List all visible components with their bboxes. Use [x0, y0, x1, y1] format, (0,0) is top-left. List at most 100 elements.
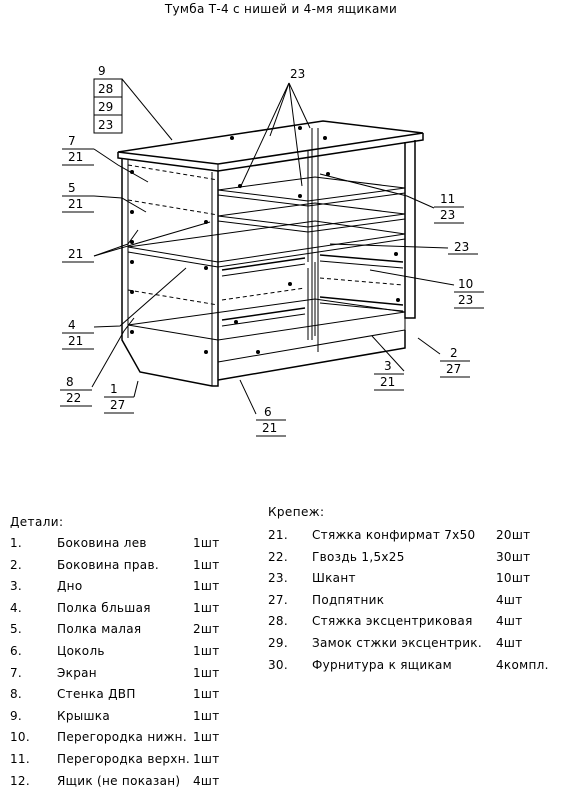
details-qty: 4шт: [193, 773, 220, 788]
details-name: Экран: [57, 665, 97, 680]
callout-c5-value-2: 21: [68, 197, 83, 211]
details-name: Боковина прав.: [57, 557, 159, 572]
details-num: 1.: [10, 536, 23, 550]
details-num: 12.: [10, 773, 30, 788]
callout-c11: [434, 206, 464, 224]
callout-c9-value-3: 29: [98, 100, 113, 114]
fasteners-name: Стяжка эксцентриковая: [312, 614, 473, 629]
details-qty: 1шт: [193, 536, 220, 550]
fasteners-num: 29.: [268, 636, 288, 650]
fasteners-num: 22.: [268, 549, 288, 564]
fasteners-num: 21.: [268, 528, 288, 542]
fasteners-name: Фурнитура к ящикам: [312, 657, 453, 672]
details-name: Крышка: [57, 708, 110, 723]
callout-c9-value-4: 23: [98, 118, 113, 132]
details-num: 10.: [10, 730, 30, 745]
fasteners-num: 23.: [268, 571, 288, 586]
fasteners-qty: 4шт: [496, 592, 523, 607]
fasteners-num: 30.: [268, 657, 288, 672]
fasteners-qty: 4шт: [496, 636, 523, 650]
fasteners-name: Подпятник: [312, 592, 385, 607]
callout-c6-value-1: 6: [264, 405, 272, 419]
details-name: Ящик (не показан): [57, 773, 181, 788]
callout-c3: [374, 373, 404, 391]
details-qty: 1шт: [193, 687, 220, 702]
details-num: 4.: [10, 600, 23, 615]
callout-c8-value-2: 22: [66, 391, 81, 405]
callout-c11-value-1: 11: [440, 192, 455, 206]
callout-c10: [454, 291, 484, 309]
fasteners-num: 28.: [268, 614, 288, 629]
details-qty: 1шт: [193, 644, 220, 658]
callout-c1-value-2: 27: [110, 398, 125, 412]
fasteners-qty: 20шт: [496, 528, 531, 542]
details-qty: 1шт: [193, 600, 220, 615]
details-name: Полка бльшая: [57, 600, 151, 615]
callout-c7-value-1: 7: [68, 134, 76, 148]
callout-c6-value-2: 21: [262, 421, 277, 435]
cabinet-body: [117, 120, 424, 387]
cabinet-assembly-drawing: 9 28 29 23 7 21 5 21 21 4 21 8 22 1 27 6…: [60, 64, 484, 437]
callout-c1-value-1: 1: [110, 382, 118, 396]
callout-c3-value-2: 21: [380, 375, 395, 389]
details-name: Боковина лев: [57, 536, 147, 550]
details-qty: 2шт: [193, 622, 220, 637]
callout-c23m-value-1: 23: [454, 240, 469, 254]
details-name: Перегородка верхн.: [57, 752, 190, 766]
callout-c9: [93, 78, 123, 134]
drawing-title: Тумба Т-4 с нишей и 4-мя ящиками: [164, 2, 398, 16]
callout-c2-value-1: 2: [450, 346, 458, 360]
details-num: 2.: [10, 557, 23, 572]
callout-c3-value-1: 3: [384, 359, 392, 373]
callout-c4-value-2: 21: [68, 334, 83, 348]
fasteners-qty: 4компл.: [496, 657, 549, 672]
callout-c7-value-2: 21: [68, 150, 83, 164]
details-num: 11.: [10, 752, 30, 766]
fasteners-qty: 10шт: [496, 571, 531, 586]
fasteners-name: Гвоздь 1,5х25: [312, 549, 405, 564]
fasteners-name: Шкант: [312, 571, 356, 586]
callout-c1: [104, 396, 134, 414]
details-name: Перегородка нижн.: [57, 730, 187, 745]
callout-c8-value-1: 8: [66, 375, 74, 389]
callout-c5-value-1: 5: [68, 181, 76, 195]
fasteners-name: Стяжка конфирмат 7х50: [312, 528, 476, 542]
callout-c4-value-1: 4: [68, 318, 76, 332]
details-num: 3.: [10, 579, 23, 594]
callout-c10-value-2: 23: [458, 293, 473, 307]
details-num: 6.: [10, 644, 23, 658]
fasteners-qty: 30шт: [496, 549, 531, 564]
leader-lines: [91, 78, 455, 415]
callout-c8: [60, 389, 92, 407]
callout-c2: [440, 360, 470, 378]
callout-c2-value-2: 27: [446, 362, 461, 376]
callout-c6: [256, 419, 286, 437]
fasteners-num: 27.: [268, 592, 288, 607]
details-qty: 1шт: [193, 579, 220, 594]
fasteners-name: Замок стжки эксцентрик.: [312, 636, 482, 650]
details-num: 9.: [10, 708, 23, 723]
callout-c4: [62, 332, 94, 350]
details-num: 8.: [10, 687, 23, 702]
callout-c21-value-1: 21: [68, 247, 83, 261]
details-name: Стенка ДВП: [57, 687, 136, 702]
callout-c5: [62, 195, 94, 213]
fasteners-qty: 4шт: [496, 614, 523, 629]
details-num: 5.: [10, 622, 23, 637]
fasteners-heading: Крепеж:: [268, 505, 325, 519]
callout-c9-value-1: 9: [98, 64, 106, 78]
details-num: 7.: [10, 665, 23, 680]
callout-c7: [62, 148, 94, 166]
callout-c11-value-2: 23: [440, 208, 455, 222]
details-qty: 1шт: [193, 752, 220, 766]
details-qty: 1шт: [193, 708, 220, 723]
details-heading: Детали:: [10, 515, 64, 529]
details-qty: 1шт: [193, 665, 220, 680]
callout-c9-value-2: 28: [98, 82, 113, 96]
callout-c10-value-1: 10: [458, 277, 473, 291]
details-qty: 1шт: [193, 557, 220, 572]
callout-c23t-value-1: 23: [290, 67, 305, 81]
details-name: Дно: [57, 579, 83, 594]
details-name: Полка малая: [57, 622, 142, 637]
details-name: Цоколь: [57, 644, 105, 658]
